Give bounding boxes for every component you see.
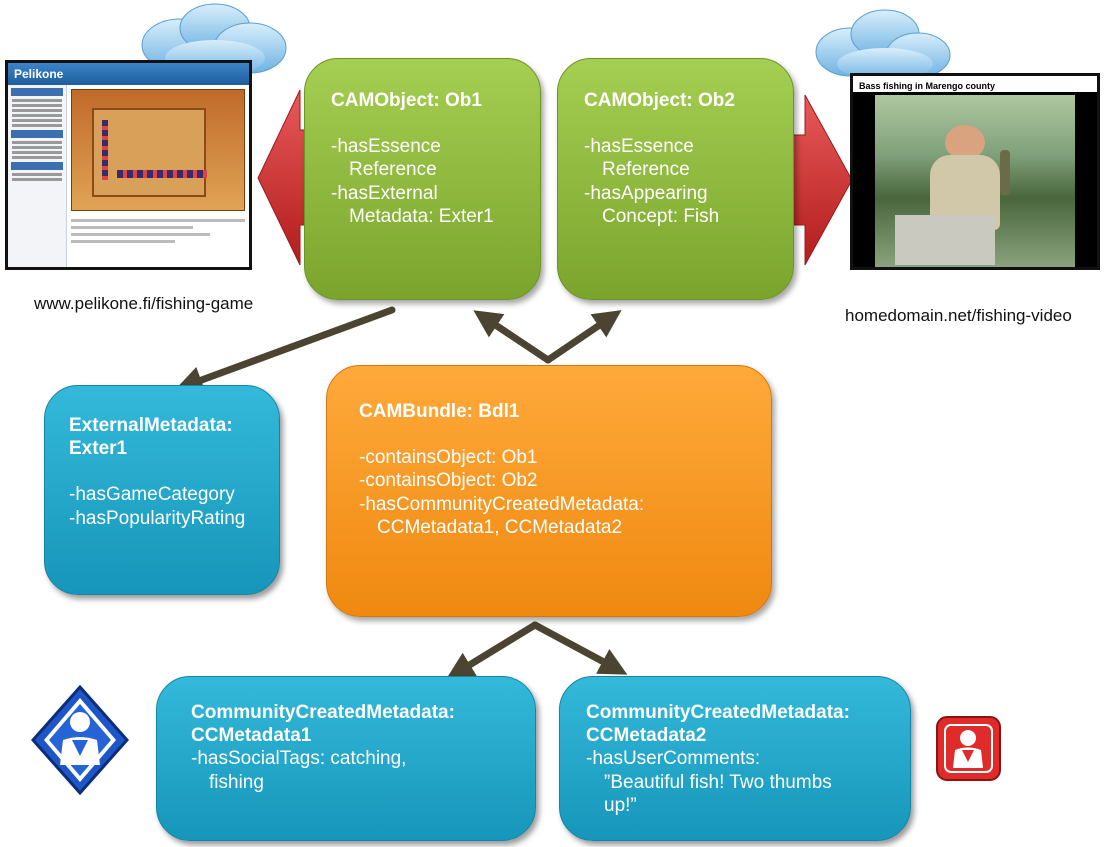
- camobject-ob1-box: CAMObject: Ob1 -hasEssence Reference -ha…: [304, 58, 541, 300]
- bundle-title: CAMBundle: Bdl1: [359, 401, 520, 422]
- cc2-line-2: ”Beautiful fish! Two thumbs: [604, 771, 832, 793]
- external-line-2: -hasPopularityRating: [69, 507, 246, 529]
- ob1-line-4: Metadata: Exter1: [349, 205, 494, 227]
- bundle-line-3: -hasCommunityCreatedMetadata:: [359, 493, 645, 515]
- cloud-icon-right: [815, 9, 951, 80]
- video-title: Bass fishing in Marengo county: [859, 81, 996, 91]
- arrow-bundle-to-ob1: [473, 310, 552, 364]
- ob1-line-2: Reference: [349, 159, 437, 181]
- user-icon-red: [936, 716, 1001, 781]
- cc2-line-1: -hasUserComments:: [586, 748, 761, 770]
- cc1-title-2: CCMetadata1: [191, 725, 312, 747]
- arrow-bundle-to-cc1: [446, 621, 539, 680]
- external-title-1: ExternalMetadata:: [69, 415, 233, 436]
- arrow-bundle-to-ob2: [544, 310, 622, 364]
- external-title-2: Exter1: [69, 438, 128, 460]
- cc1-line-2: fishing: [209, 771, 264, 793]
- cc2-title-2: CCMetadata2: [586, 725, 707, 747]
- cc2-title-1: CommunityCreatedMetadata:: [586, 702, 850, 723]
- bundle-line-4: CCMetadata1, CCMetadata2: [377, 516, 623, 538]
- ccmetadata1-box: CommunityCreatedMetadata: CCMetadata1 -h…: [156, 676, 536, 841]
- external-metadata-box: ExternalMetadata: Exter1 -hasGameCategor…: [44, 385, 280, 595]
- ob2-line-3: -hasAppearing: [584, 182, 708, 204]
- ob2-line-2: Reference: [602, 159, 690, 181]
- ob1-line-1: -hasEssence: [331, 136, 441, 158]
- video-screenshot: Bass fishing in Marengo county: [850, 73, 1100, 270]
- cambundle-box: CAMBundle: Bdl1 -containsObject: Ob1 -co…: [326, 365, 772, 617]
- external-line-1: -hasGameCategory: [69, 484, 235, 506]
- arrow-bundle-to-cc2: [531, 621, 628, 675]
- game-screenshot: Pelikone: [5, 60, 252, 270]
- user-icon-blue: [30, 684, 130, 796]
- url-right: homedomain.net/fishing-video: [845, 306, 1072, 325]
- game-logo: Pelikone: [14, 67, 64, 81]
- ob1-line-3: -hasExternal: [331, 182, 438, 204]
- ob1-title: CAMObject: Ob1: [331, 90, 482, 111]
- url-left: www.pelikone.fi/fishing-game: [34, 294, 254, 313]
- ob2-line-1: -hasEssence: [584, 136, 694, 158]
- bundle-line-2: -containsObject: Ob2: [359, 470, 538, 492]
- bundle-line-1: -containsObject: Ob1: [359, 447, 538, 469]
- cc2-line-3: up!”: [604, 794, 637, 816]
- cc1-line-1: -hasSocialTags: catching,: [191, 748, 407, 770]
- ob2-line-4: Concept: Fish: [602, 205, 720, 227]
- camobject-ob2-box: CAMObject: Ob2 -hasEssence Reference -ha…: [557, 58, 794, 300]
- ob2-title: CAMObject: Ob2: [584, 90, 735, 111]
- ccmetadata2-box: CommunityCreatedMetadata: CCMetadata2 -h…: [559, 676, 911, 841]
- arrow-ob1-to-external: [174, 306, 396, 394]
- cc1-title-1: CommunityCreatedMetadata:: [191, 702, 455, 723]
